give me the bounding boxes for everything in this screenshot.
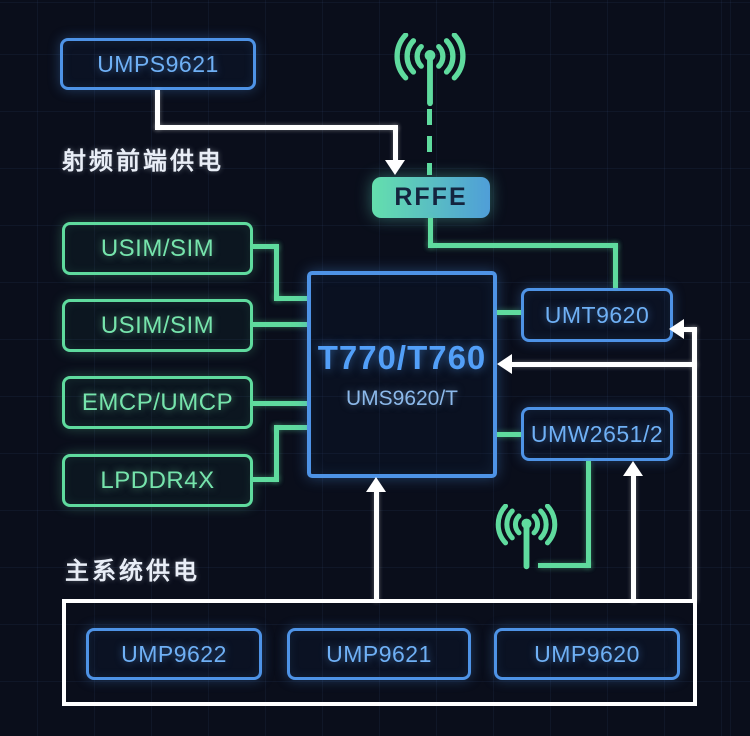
umw-antenna-line-h — [538, 563, 591, 568]
arrowhead-into-rffe — [385, 160, 405, 175]
usim1-soc-line-v — [274, 244, 279, 301]
rffe-umt-line-v1 — [428, 218, 433, 248]
power-soc-line — [374, 490, 379, 602]
umt9620-node: UMT9620 — [521, 288, 673, 342]
arrowhead-into-umw — [623, 461, 643, 476]
rffe-umt-line-h — [428, 243, 618, 248]
arrowhead-into-umt — [669, 319, 684, 339]
ump9622-node: UMP9622 — [86, 628, 262, 680]
ump9620-label: UMP9620 — [534, 640, 640, 667]
umps9621-label: UMPS9621 — [97, 50, 219, 77]
rffe-label: RFFE — [394, 183, 468, 211]
power-soc-right-line-h — [512, 362, 697, 367]
usim-sim-1-node: USIM/SIM — [62, 222, 253, 275]
usim-sim-2-node: USIM/SIM — [62, 299, 253, 352]
usim2-soc-line — [253, 322, 307, 327]
lpddr4x-node: LPDDR4X — [62, 454, 253, 507]
soc-umw-line — [497, 432, 521, 437]
umw2651-label: UMW2651/2 — [530, 420, 664, 447]
arrowhead-into-soc-bottom — [366, 477, 386, 492]
lpddr4x-label: LPDDR4X — [100, 466, 215, 494]
soc-umt-line — [497, 310, 521, 315]
rffe-node: RFFE — [372, 177, 490, 218]
umps9621-node: UMPS9621 — [60, 38, 256, 90]
ump9620-node: UMP9620 — [494, 628, 680, 680]
umps-rffe-line-v1 — [155, 90, 160, 130]
rffe-umt-line-v2 — [613, 243, 618, 288]
umps-rffe-line-h — [155, 125, 398, 130]
main-power-label: 主系统供电 — [65, 558, 200, 585]
rf-power-label: 射频前端供电 — [62, 148, 224, 175]
umt9620-label: UMT9620 — [544, 301, 650, 328]
antenna-icon — [493, 504, 560, 570]
lpddr-soc-line-h1 — [253, 477, 279, 482]
usim-sim-1-label: USIM/SIM — [100, 234, 215, 262]
ump9622-label: UMP9622 — [121, 640, 227, 667]
umps-rffe-line-v2 — [393, 125, 398, 161]
power-umw-line — [631, 475, 636, 602]
soc-subtitle: UMS9620/T — [345, 386, 459, 410]
power-right-line-v — [692, 327, 697, 602]
soc-node: T770/T760 UMS9620/T — [307, 271, 497, 478]
ump9621-label: UMP9621 — [326, 640, 432, 667]
umw2651-node: UMW2651/2 — [521, 407, 673, 461]
main-power-container — [62, 599, 697, 706]
emcp-umcp-node: EMCP/UMCP — [62, 376, 253, 429]
soc-title: T770/T760 — [317, 338, 487, 376]
power-umt-line-h — [684, 327, 697, 332]
umw-antenna-line-v — [586, 461, 591, 568]
emcp-umcp-label: EMCP/UMCP — [81, 388, 234, 416]
usim1-soc-line-h2 — [274, 296, 307, 301]
emcp-soc-line — [253, 401, 307, 406]
antenna-rffe-dashed-line — [427, 109, 432, 175]
usim1-soc-line-h1 — [253, 244, 279, 249]
ump9621-node: UMP9621 — [287, 628, 471, 680]
usim-sim-2-label: USIM/SIM — [100, 311, 215, 339]
antenna-icon — [391, 33, 469, 109]
arrowhead-into-soc-right — [497, 354, 512, 374]
lpddr-soc-line-h2 — [274, 425, 307, 430]
lpddr-soc-line-v — [274, 425, 279, 482]
